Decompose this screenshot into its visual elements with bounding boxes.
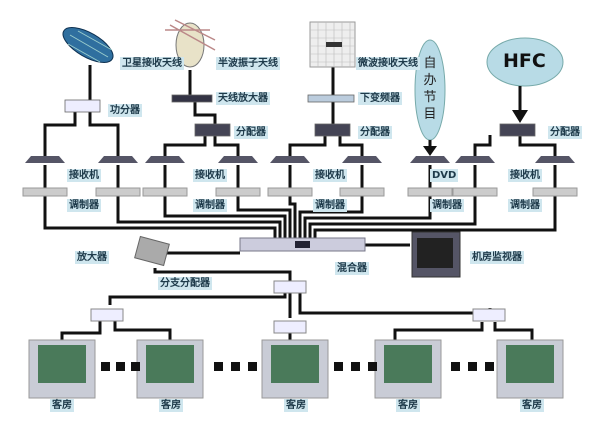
ellipsis-dots (101, 362, 494, 371)
label-receiver: 接收机 (193, 169, 227, 182)
label-hfc: HFC (503, 50, 546, 72)
label-modulator: 调制器 (313, 199, 347, 212)
dot (485, 362, 494, 371)
power-splitter-icon (64, 99, 101, 113)
splitter-icon (90, 308, 124, 322)
dot (451, 362, 460, 371)
dot (101, 362, 110, 371)
label-room: 客房 (50, 399, 74, 412)
receiver-icon (145, 156, 185, 163)
label-room: 客房 (284, 399, 308, 412)
label-receiver: 接收机 (313, 169, 347, 182)
label-room: 客房 (159, 399, 183, 412)
modulator-icon (95, 187, 141, 197)
label-receiver: 接收机 (67, 169, 101, 182)
tv-screen (506, 345, 554, 383)
room-tvs (28, 339, 564, 399)
arrow-down-icon (423, 146, 437, 156)
label-antenna-amp: 天线放大器 (216, 92, 270, 105)
label-self-program: 自办节目 (423, 56, 437, 122)
receiver-icon (98, 156, 138, 163)
dot (116, 362, 125, 371)
dot (468, 362, 477, 371)
label-modulator: 调制器 (193, 199, 227, 212)
monitor-screen (417, 238, 453, 268)
label-dvd: DVD (430, 169, 459, 182)
satellite-dish-icon (62, 27, 114, 63)
modulator-icon (407, 187, 453, 197)
receiver-icon (342, 156, 382, 163)
modulator-icon (142, 187, 188, 197)
cables (43, 60, 557, 340)
dipole-antenna-icon (165, 19, 216, 68)
label-distributor: 分配器 (548, 126, 582, 139)
dot (231, 362, 240, 371)
dot (334, 362, 343, 371)
distributor-icon (499, 123, 536, 137)
distributor-icon (314, 123, 351, 137)
label-amplifier: 放大器 (75, 251, 109, 264)
label-room: 客房 (396, 399, 420, 412)
modulator-icon (215, 187, 261, 197)
receiver-icon (270, 156, 310, 163)
label-distributor: 分配器 (358, 126, 392, 139)
device-icons (64, 94, 536, 137)
label-dipole: 半波振子天线 (216, 57, 280, 70)
modulator-icon (532, 187, 578, 197)
label-monitor: 机房监视器 (470, 251, 524, 264)
label-distributor: 分配器 (234, 126, 268, 139)
label-mixer: 混合器 (335, 262, 369, 275)
receivers (22, 156, 578, 197)
receiver-icon (25, 156, 65, 163)
arrow-down-icon (512, 110, 528, 123)
modulator-icon (339, 187, 385, 197)
receiver-icon (410, 156, 450, 163)
mixer-display (295, 241, 310, 248)
receiver-icon (535, 156, 575, 163)
label-power-splitter: 功分器 (108, 104, 142, 117)
label-modulator: 调制器 (508, 199, 542, 212)
receiver-icon (455, 156, 495, 163)
microwave-antenna-icon (309, 21, 356, 68)
label-room: 客房 (520, 399, 544, 412)
dot (131, 362, 140, 371)
receiver-icon (218, 156, 258, 163)
label-downconverter: 下变频器 (358, 92, 402, 105)
label-receiver: 接收机 (508, 169, 542, 182)
tv-screen (38, 345, 86, 383)
modulator-icon (267, 187, 313, 197)
dot (368, 362, 377, 371)
label-modulator: 调制器 (430, 199, 464, 212)
label-satellite: 卫星接收天线 (120, 57, 184, 70)
dot (248, 362, 257, 371)
branch-splitters (90, 280, 506, 334)
label-modulator: 调制器 (67, 199, 101, 212)
tv-screen (146, 345, 194, 383)
amplifier-icon (134, 235, 170, 267)
dot (214, 362, 223, 371)
distributor-icon (194, 123, 231, 137)
modulator-icon (452, 187, 498, 197)
dot (351, 362, 360, 371)
modulator-icon (22, 187, 68, 197)
downconverter-icon (307, 94, 355, 103)
hfc-ellipse (486, 37, 564, 87)
tv-screen (384, 345, 432, 383)
splitter-icon (273, 280, 307, 294)
antenna-amp-icon (171, 94, 213, 103)
splitter-icon (273, 320, 307, 334)
label-branch-distributor: 分支分配器 (158, 277, 212, 290)
label-microwave: 微波接收天线 (356, 57, 420, 70)
tv-screen (271, 345, 319, 383)
splitter-icon (472, 308, 506, 322)
